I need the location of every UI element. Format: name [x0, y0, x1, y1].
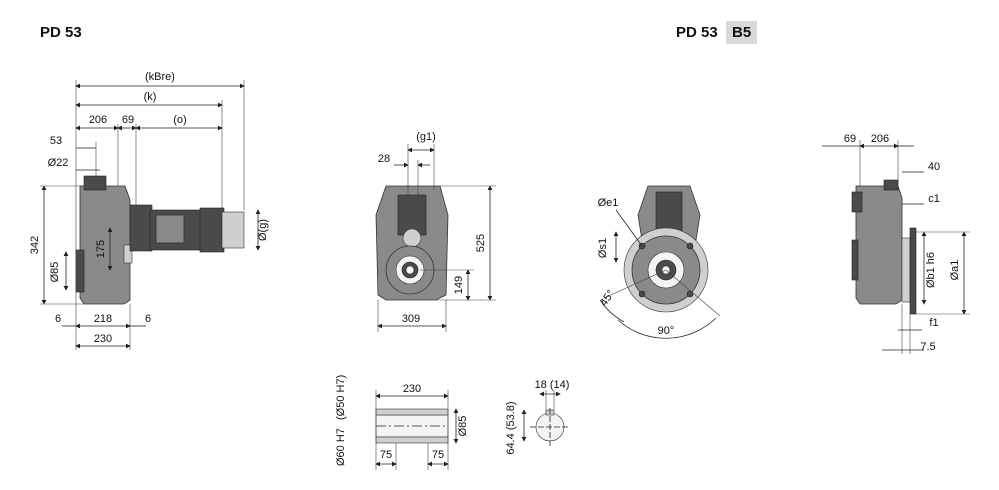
dim-k: (k) — [144, 91, 157, 103]
b5-dim-f1: f1 — [929, 317, 938, 329]
b5-side-view-drawing — [851, 179, 917, 315]
dim-6b: 6 — [145, 313, 151, 325]
dim-230: 230 — [94, 333, 112, 345]
dim-85: Ø85 — [49, 262, 61, 283]
shaft-dim-75b: 75 — [432, 449, 444, 461]
dim-28: 28 — [378, 153, 390, 165]
badge-b5: B5 — [726, 21, 758, 44]
b5-dim-40: 40 — [928, 161, 940, 173]
dim-6a: 6 — [55, 313, 61, 325]
shaft-view-drawing — [375, 408, 449, 444]
dim-o: (o) — [173, 114, 186, 126]
b5-dim-c1: c1 — [928, 193, 940, 205]
dim-149: 149 — [453, 276, 465, 294]
dim-kbre: (kBre) — [145, 71, 175, 83]
b5-dim-75: 7.5 — [920, 341, 935, 353]
dim-22: Ø22 — [48, 157, 69, 169]
flange-view-dimensions — [599, 209, 721, 339]
dim-e1: Øe1 — [598, 197, 619, 209]
b5-dim-a1: Øa1 — [949, 260, 961, 281]
dim-g1: (g1) — [416, 131, 436, 143]
dim-53: 53 — [50, 135, 62, 147]
dim-g: Ø(g) — [257, 219, 269, 241]
dim-s1: Øs1 — [597, 238, 609, 258]
b5-side-view-dimensions — [822, 140, 970, 354]
b5-dim-b1: Øb1 h6 — [925, 252, 937, 288]
shaft-dim-60: Ø60 H7 — [335, 428, 347, 466]
shaft-dim-50: (Ø50 H7) — [335, 375, 347, 420]
dim-309: 309 — [402, 313, 420, 325]
front-view-drawing — [375, 185, 449, 301]
dim-525: 525 — [475, 234, 487, 252]
title-pd53-left: PD 53 — [40, 24, 82, 41]
dim-69: 69 — [122, 114, 134, 126]
front-view-dimensions — [377, 144, 496, 332]
shaft-dim-75a: 75 — [380, 449, 392, 461]
title-pd53-right: PD 53 — [676, 24, 718, 41]
side-view-drawing — [75, 175, 245, 305]
key-dim-18: 18 (14) — [535, 379, 570, 391]
dim-206: 206 — [89, 114, 107, 126]
dim-45: 45° — [598, 288, 617, 309]
key-view-dimensions — [521, 390, 561, 442]
dim-90: 90° — [658, 325, 675, 337]
shaft-view-dimensions — [375, 390, 459, 470]
key-dim-644: 64.4 (53.8) — [505, 401, 517, 454]
dim-342: 342 — [29, 236, 41, 254]
dim-175: 175 — [95, 240, 107, 258]
b5-dim-69: 69 — [844, 133, 856, 145]
key-view-drawing — [530, 408, 570, 446]
shaft-dim-85: Ø85 — [457, 416, 469, 437]
b5-dim-206: 206 — [871, 133, 889, 145]
flange-view-drawing — [623, 185, 709, 313]
shaft-dim-230: 230 — [403, 383, 421, 395]
dim-218: 218 — [94, 313, 112, 325]
side-view-dimensions — [40, 80, 261, 350]
